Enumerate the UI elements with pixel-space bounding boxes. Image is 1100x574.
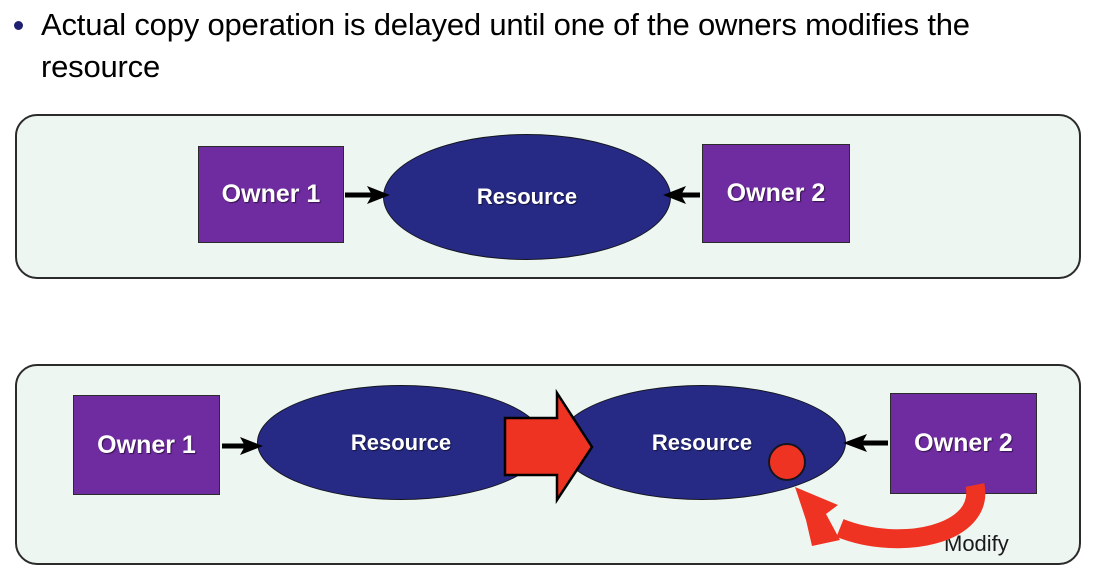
owner-2-box-before[interactable]: Owner 2: [702, 144, 850, 243]
owner-1-label-after: Owner 1: [97, 430, 196, 459]
resource-original-label: Resource: [350, 429, 452, 455]
resource-ellipse-before[interactable]: Resource: [383, 134, 671, 260]
resource-copy-ellipse[interactable]: Resource: [558, 385, 846, 500]
resource-copy-label: Resource: [651, 429, 753, 455]
owner-2-label-after: Owner 2: [914, 429, 1013, 457]
owner-2-label-before: Owner 2: [726, 179, 826, 207]
resource-original-ellipse[interactable]: Resource: [257, 385, 545, 500]
owner-1-box-after[interactable]: Owner 1: [73, 395, 220, 495]
owner-1-box-before[interactable]: Owner 1: [198, 146, 344, 243]
owner-1-label-before: Owner 1: [221, 180, 321, 208]
bullet-text: Actual copy operation is delayed until o…: [41, 7, 970, 84]
modify-caption: Modify: [944, 531, 1009, 556]
bullet-dot-icon: [14, 21, 23, 30]
owner-2-box-after[interactable]: Owner 2: [890, 393, 1037, 494]
bullet-paragraph: Actual copy operation is delayed until o…: [14, 4, 1084, 88]
resource-label-before: Resource: [476, 184, 578, 209]
